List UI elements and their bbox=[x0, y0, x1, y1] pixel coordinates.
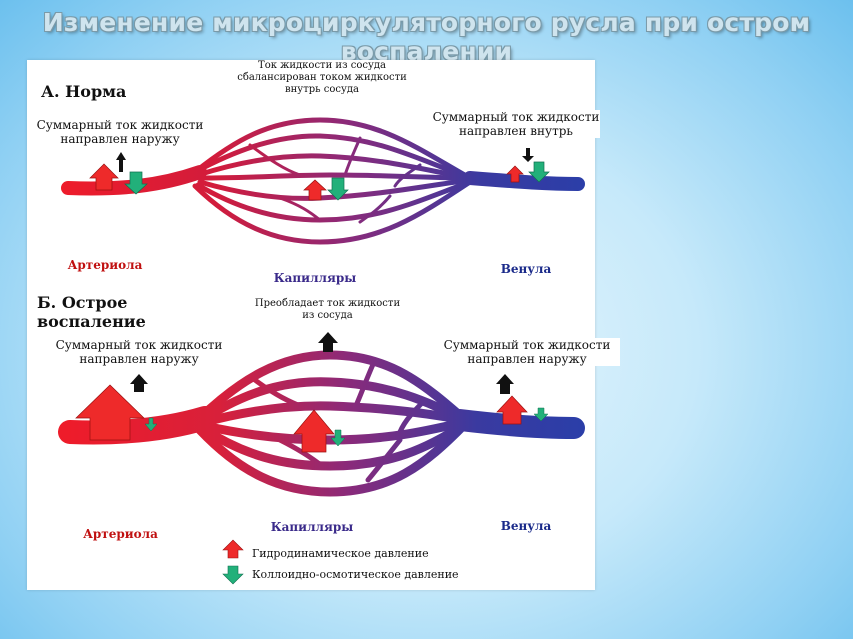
oncotic-arrow-a-left bbox=[124, 171, 148, 195]
net-arrow-b-right bbox=[496, 374, 514, 394]
section-a-left-note: Суммарный ток жидкости направлен наружу bbox=[30, 118, 210, 146]
vessel-network-a bbox=[61, 117, 585, 245]
section-a-capillaries-label: Капилляры bbox=[240, 271, 390, 285]
hydro-arrow-b-left bbox=[75, 384, 145, 441]
hydro-arrow-b-mid bbox=[293, 409, 335, 453]
hydro-arrow-b-right bbox=[496, 395, 528, 425]
oncotic-arrow-a-mid bbox=[327, 177, 349, 201]
hydro-arrow-a-mid bbox=[303, 179, 327, 201]
vessel-network-b bbox=[58, 350, 585, 497]
legend-oncotic-icon bbox=[222, 565, 244, 585]
legend-hydro-label: Гидродинамическое давление bbox=[252, 547, 429, 560]
section-b-capillaries-label: Капилляры bbox=[242, 520, 382, 534]
section-b-heading: Б. Острое воспаление bbox=[31, 291, 243, 333]
oncotic-arrow-b-mid bbox=[330, 429, 346, 447]
hydro-arrow-a-left bbox=[89, 163, 119, 191]
section-b-arteriole-label: Артериола bbox=[78, 527, 163, 541]
oncotic-arrow-b-right bbox=[533, 407, 549, 422]
section-a-arteriole-label: Артериола bbox=[50, 258, 160, 272]
section-a-venule-label: Венула bbox=[480, 262, 572, 276]
net-arrow-b-left bbox=[130, 374, 148, 392]
legend-oncotic-label: Коллоидно-осмотическое давление bbox=[252, 568, 459, 581]
net-arrow-a-right bbox=[522, 148, 534, 162]
net-arrow-a-left bbox=[116, 152, 126, 172]
section-b-top-note: Преобладает ток жидкости из сосуда bbox=[250, 298, 405, 322]
oncotic-arrow-b-left bbox=[144, 417, 158, 432]
section-a-top-note: Ток жидкости из сосуда сбалансирован ток… bbox=[218, 60, 426, 96]
net-arrow-b-top bbox=[318, 332, 338, 352]
section-b-left-note: Суммарный ток жидкости направлен наружу bbox=[44, 338, 234, 366]
legend-hydro-icon bbox=[222, 539, 244, 559]
section-b-right-note: Суммарный ток жидкости направлен наружу bbox=[434, 338, 620, 366]
oncotic-arrow-a-right bbox=[528, 161, 550, 183]
hydro-arrow-a-right bbox=[506, 165, 524, 183]
section-a-heading: А. Норма bbox=[35, 80, 172, 103]
section-a-right-note: Суммарный ток жидкости направлен внутрь bbox=[432, 110, 600, 138]
page-title: Изменение микроциркуляторного русла при … bbox=[42, 8, 811, 66]
section-b-venule-label: Венула bbox=[480, 519, 572, 533]
